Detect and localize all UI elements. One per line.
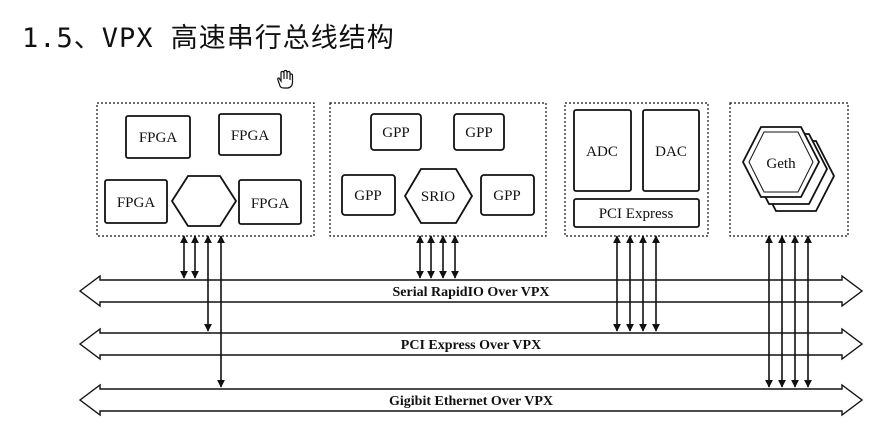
srio-label: SRIO	[421, 189, 455, 205]
gpp-label: GPP	[354, 188, 382, 204]
gpp-label: GPP	[493, 188, 521, 204]
bus-pcie-label: PCI Express Over VPX	[401, 338, 541, 353]
ethernet-module: Geth	[729, 102, 849, 237]
gpp-box: GPP	[453, 113, 505, 151]
adc-box: ADC	[573, 109, 632, 192]
fpga-label: FPGA	[231, 128, 270, 144]
gpp-box: GPP	[370, 113, 422, 151]
fpga-box: FPGA	[104, 179, 168, 224]
geth-hexagon-stack: Geth	[741, 126, 836, 212]
gpp-box: GPP	[480, 174, 535, 216]
bus-geth-label: Gigibit Ethernet Over VPX	[389, 394, 553, 409]
srio-switch: SRIO	[403, 168, 474, 224]
gpp-label: GPP	[382, 125, 410, 141]
fpga-label: FPGA	[251, 196, 290, 212]
geth-label: Geth	[766, 156, 796, 172]
adc-label: ADC	[586, 144, 618, 160]
connector-arrows	[180, 235, 812, 388]
fpga-box: FPGA	[218, 113, 282, 156]
pci-express-label: PCI Express	[599, 206, 674, 222]
page-title: 1.5、VPX 高速串行总线结构	[22, 23, 395, 54]
pci-express-box: PCI Express	[573, 198, 700, 228]
bus-srio-label: Serial RapidIO Over VPX	[393, 285, 550, 300]
switch-hexagon	[170, 175, 238, 227]
gpp-label: GPP	[465, 125, 493, 141]
bus-geth: Gigibit Ethernet Over VPX	[78, 383, 864, 417]
fpga-box: FPGA	[125, 115, 191, 159]
gpp-module: GPP GPP GPP GPP SRIO	[329, 102, 547, 237]
bus-pcie: PCI Express Over VPX	[78, 327, 864, 361]
fpga-module: FPGA FPGA FPGA FPGA	[96, 102, 315, 237]
fpga-box: FPGA	[238, 179, 302, 225]
dac-box: DAC	[642, 109, 700, 192]
dac-label: DAC	[655, 144, 687, 160]
hand-cursor-icon	[277, 69, 294, 89]
adc-dac-module: ADC DAC PCI Express	[564, 102, 709, 237]
fpga-label: FPGA	[117, 195, 156, 211]
gpp-box: GPP	[341, 174, 396, 216]
fpga-label: FPGA	[139, 130, 178, 146]
bus-srio: Serial RapidIO Over VPX	[78, 274, 864, 308]
